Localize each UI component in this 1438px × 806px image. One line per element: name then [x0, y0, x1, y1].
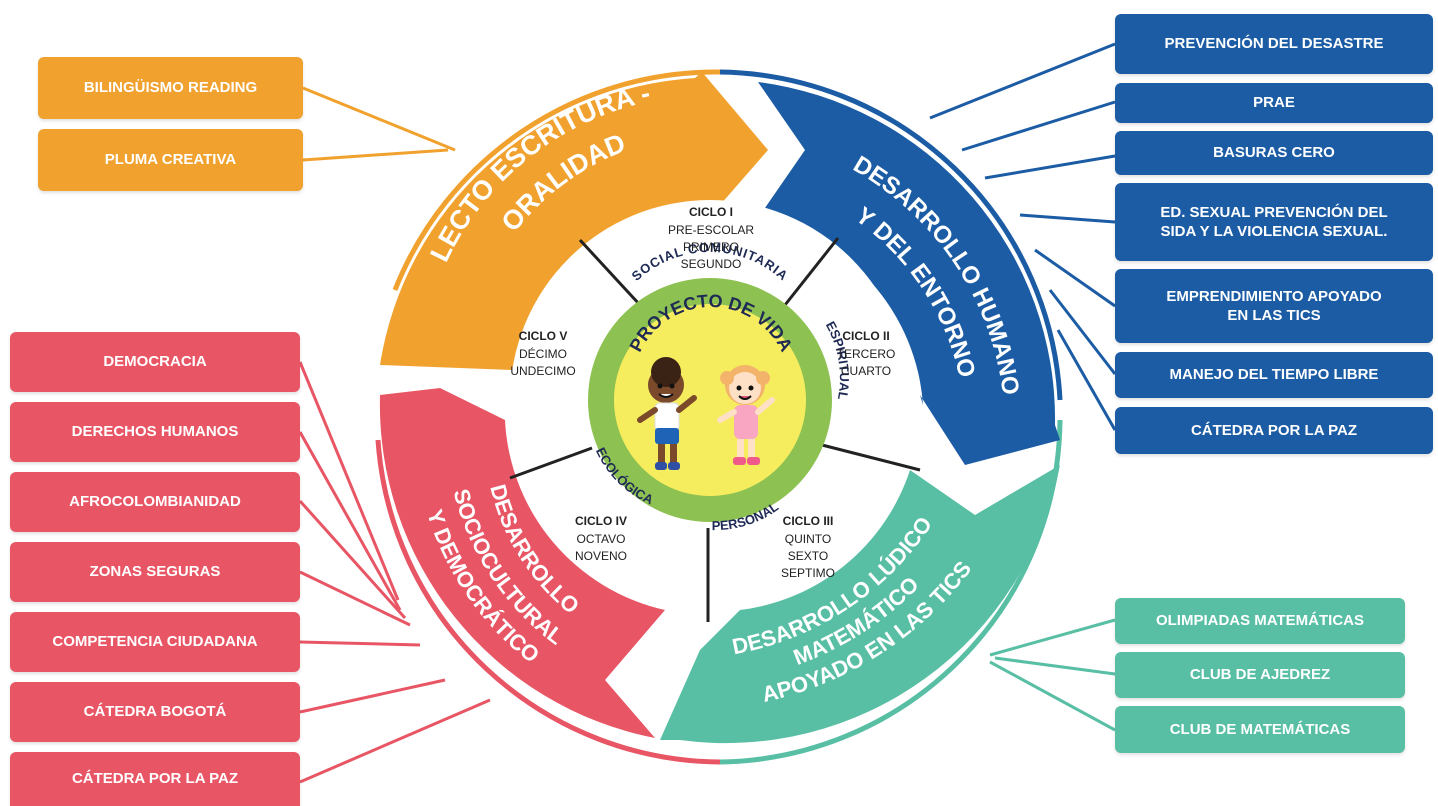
- red-box-label: DEMOCRACIA: [103, 353, 207, 371]
- cycle4-line: NOVENO: [575, 549, 627, 563]
- arc-blue: [758, 82, 1060, 465]
- blue-box-basuras: BASURAS CERO: [1115, 131, 1433, 175]
- red-box-catedra-paz: CÁTEDRA POR LA PAZ: [10, 752, 300, 806]
- teal-box-club-matematicas: CLUB DE MATEMÁTICAS: [1115, 706, 1405, 753]
- blue-box-label: PRAE: [1253, 94, 1295, 112]
- orange-box-pluma: PLUMA CREATIVA: [38, 129, 303, 191]
- blue-box-prae: PRAE: [1115, 83, 1433, 123]
- blue-box-label: EMPRENDIMIENTO APOYADO: [1166, 287, 1382, 305]
- red-box-democracia: DEMOCRACIA: [10, 332, 300, 392]
- orange-box-label: BILINGÜISMO READING: [83, 79, 258, 97]
- cycle-labels: CICLO I PRE-ESCOLAR PRIMERO SEGUNDO CICL…: [510, 205, 895, 580]
- blue-box-label: CÁTEDRA POR LA PAZ: [1190, 421, 1358, 439]
- red-box-label: CÁTEDRA POR LA PAZ: [71, 770, 239, 788]
- cycle1-title: CICLO I: [689, 205, 733, 219]
- blue-connectors: [929, 42, 1117, 431]
- red-box-label: DERECHOS HUMANOS: [71, 423, 239, 441]
- teal-box-olimpiadas: OLIMPIADAS MATEMÁTICAS: [1115, 598, 1405, 644]
- blue-box-label: MANEJO DEL TIEMPO LIBRE: [1169, 366, 1379, 384]
- children-illustration: [637, 357, 775, 470]
- arc-orange: [380, 72, 768, 370]
- red-box-label: ZONAS SEGURAS: [89, 563, 221, 581]
- teal-box-label: CLUB DE AJEDREZ: [1189, 666, 1331, 684]
- cycle1-line: SEGUNDO: [681, 257, 742, 271]
- red-box-label: AFROCOLOMBIANIDAD: [69, 493, 241, 511]
- cycle3-line: SEXTO: [788, 549, 828, 563]
- arc-red: [379, 388, 665, 738]
- blue-box-label: BASURAS CERO: [1213, 144, 1335, 162]
- cycle1-line: PRIMERO: [683, 240, 739, 254]
- red-box-label: COMPETENCIA CIUDADANA: [52, 633, 258, 651]
- cycle1-line: PRE-ESCOLAR: [668, 223, 754, 237]
- blue-box-ed-sexual: ED. SEXUAL PREVENCIÓN DEL SIDA Y LA VIOL…: [1115, 183, 1433, 261]
- red-box-zonas: ZONAS SEGURAS: [10, 542, 300, 602]
- blue-box-prevencion: PREVENCIÓN DEL DESASTRE: [1115, 14, 1433, 74]
- red-box-label: CÁTEDRA BOGOTÁ: [83, 703, 227, 721]
- teal-box-label: CLUB DE MATEMÁTICAS: [1169, 720, 1351, 738]
- blue-box-label: PREVENCIÓN DEL DESASTRE: [1164, 35, 1384, 53]
- blue-box-label: SIDA Y LA VIOLENCIA SEXUAL.: [1160, 223, 1388, 240]
- orange-connectors: [302, 86, 456, 162]
- blue-box-label: ED. SEXUAL PREVENCIÓN DEL: [1160, 203, 1388, 221]
- cycle2-line: CUARTO: [841, 364, 891, 378]
- cycle3-line: QUINTO: [785, 532, 831, 546]
- orange-box-bilinguismo: BILINGÜISMO READING: [38, 57, 303, 119]
- teal-box-ajedrez: CLUB DE AJEDREZ: [1115, 652, 1405, 698]
- cycle5-title: CICLO V: [519, 329, 568, 343]
- red-box-afro: AFROCOLOMBIANIDAD: [10, 472, 300, 532]
- cycle2-title: CICLO II: [842, 329, 889, 343]
- red-box-catedra-bogota: CÁTEDRA BOGOTÁ: [10, 682, 300, 742]
- cycle2-line: TERCERO: [837, 347, 896, 361]
- blue-box-emprendimiento: EMPRENDIMIENTO APOYADO EN LAS TICS: [1115, 269, 1433, 343]
- red-box-competencia: COMPETENCIA CIUDADANA: [10, 612, 300, 672]
- blue-box-catedra-paz: CÁTEDRA POR LA PAZ: [1115, 407, 1433, 454]
- spokes: [509, 237, 921, 622]
- cycle3-title: CICLO III: [783, 514, 834, 528]
- cycle5-line: UNDECIMO: [510, 364, 575, 378]
- blue-box-label: EN LAS TICS: [1227, 307, 1321, 324]
- teal-connectors: [989, 618, 1116, 732]
- teal-box-label: OLIMPIADAS MATEMÁTICAS: [1155, 612, 1365, 630]
- red-connectors: [298, 361, 491, 784]
- cycle4-title: CICLO IV: [575, 514, 627, 528]
- blue-box-manejo: MANEJO DEL TIEMPO LIBRE: [1115, 352, 1433, 398]
- cycle4-line: OCTAVO: [577, 532, 626, 546]
- arc-teal: [660, 465, 1060, 744]
- red-box-derechos: DERECHOS HUMANOS: [10, 402, 300, 462]
- cycle5-line: DÉCIMO: [519, 346, 567, 361]
- orange-box-label: PLUMA CREATIVA: [104, 151, 237, 169]
- cycle3-line: SEPTIMO: [781, 566, 835, 580]
